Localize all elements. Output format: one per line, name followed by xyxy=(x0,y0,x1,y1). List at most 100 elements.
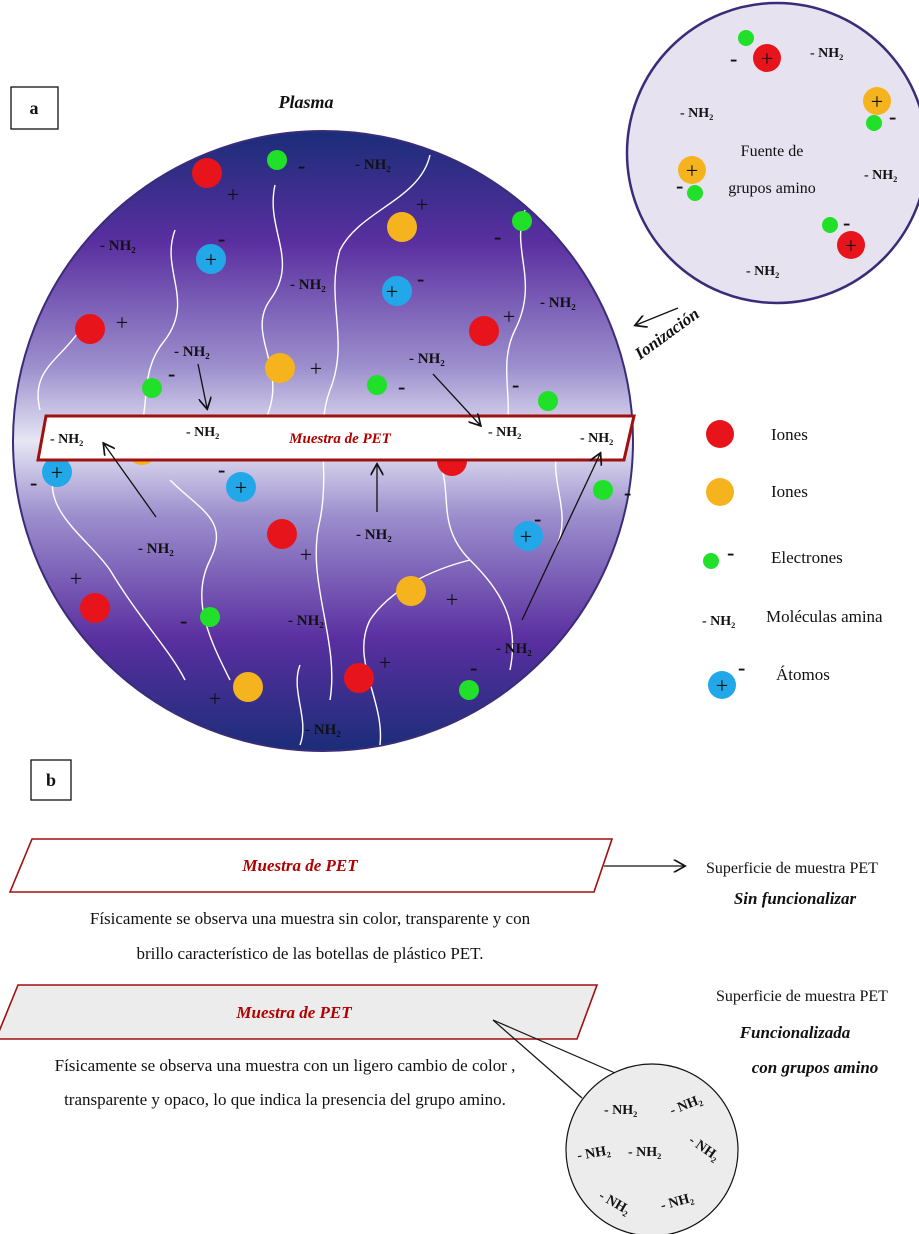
ion-red xyxy=(80,593,110,623)
ion-red xyxy=(344,663,374,693)
svg-text:- NH₂: - NH₂ xyxy=(746,264,779,279)
svg-text:- NH₂: - NH₂ xyxy=(409,351,445,367)
legend-electron xyxy=(703,553,719,569)
svg-text:- NH₂: - NH₂ xyxy=(290,277,326,293)
svg-text:+: + xyxy=(379,650,391,675)
svg-text:- NH₂: - NH₂ xyxy=(138,541,174,557)
legend-atom xyxy=(708,671,736,699)
svg-text:-: - xyxy=(889,104,896,129)
svg-text:- NH₂: - NH₂ xyxy=(540,295,576,311)
svg-text:- NH₂: - NH₂ xyxy=(305,722,341,738)
zoom-line-1 xyxy=(492,1019,623,1077)
svg-text:+: + xyxy=(416,192,428,217)
pet-sample-untreated xyxy=(8,838,614,893)
svg-text:-: - xyxy=(180,608,187,633)
svg-text:-: - xyxy=(534,506,541,531)
electron xyxy=(538,391,558,411)
electron xyxy=(142,378,162,398)
ion-orange xyxy=(265,353,295,383)
legend-label-electrons: Electrones xyxy=(771,548,843,567)
svg-text:-: - xyxy=(417,266,424,291)
svg-text:- NH₂: - NH₂ xyxy=(604,1103,637,1118)
source-label-1: Fuente de xyxy=(741,143,804,160)
legend-label-amine: Moléculas amina xyxy=(766,607,883,626)
electron xyxy=(512,211,532,231)
sample1-label: Muestra de PET xyxy=(241,856,358,875)
svg-text:- NH₂: - NH₂ xyxy=(496,641,532,657)
svg-text:- NH₂: - NH₂ xyxy=(628,1145,661,1160)
atom xyxy=(382,276,412,306)
svg-text:-: - xyxy=(218,226,225,251)
electron xyxy=(200,607,220,627)
plasma-particles: + - + - + + - - + + + - - - + - + + - + xyxy=(30,150,631,711)
svg-text:+: + xyxy=(845,233,857,258)
plasma-filaments xyxy=(37,154,563,746)
plasma-amines: - NH₂ - NH₂ - NH₂ - NH₂ - NH₂ - NH₂ - NH… xyxy=(100,157,576,738)
legend-label-atoms: Átomos xyxy=(776,665,830,684)
svg-text:- NH₂: - NH₂ xyxy=(100,238,136,254)
svg-text:-: - xyxy=(730,46,737,71)
atom xyxy=(196,244,226,274)
svg-text:+: + xyxy=(235,475,247,500)
svg-text:+: + xyxy=(227,182,239,207)
svg-text:-: - xyxy=(624,480,631,505)
legend-ion-orange xyxy=(706,478,734,506)
legend-amine-symbol: - NH₂ xyxy=(702,614,735,629)
svg-text:-: - xyxy=(298,153,305,178)
sample2-side-1: Superficie de muestra PET xyxy=(716,988,888,1005)
legend: Iones Iones - Electrones - NH₂ Moléculas… xyxy=(702,420,883,699)
sample1-side-1: Superficie de muestra PET xyxy=(706,860,878,877)
electron xyxy=(593,480,613,500)
sample2-desc-1: Físicamente se observa una muestra con u… xyxy=(55,1056,516,1075)
svg-text:- NH₂: - NH₂ xyxy=(186,425,219,440)
electron xyxy=(459,680,479,700)
migration-arrows xyxy=(104,307,679,621)
svg-text:+: + xyxy=(300,542,312,567)
svg-text:- NH₂: - NH₂ xyxy=(576,1143,611,1164)
svg-text:+: + xyxy=(51,460,63,485)
zoom-circle xyxy=(565,1063,739,1234)
svg-text:+: + xyxy=(205,247,217,272)
svg-text:-: - xyxy=(843,210,850,235)
atom xyxy=(42,457,72,487)
svg-text:-: - xyxy=(470,655,477,680)
atom xyxy=(513,521,543,551)
ion-red xyxy=(267,519,297,549)
svg-text:+: + xyxy=(761,46,773,71)
amine-source-circle xyxy=(625,1,919,305)
ion-red xyxy=(192,158,222,188)
panel-b-box xyxy=(30,759,72,801)
svg-text:+: + xyxy=(386,279,398,304)
svg-text:-: - xyxy=(168,361,175,386)
svg-text:- NH₂: - NH₂ xyxy=(864,168,897,183)
sample1-side-2: Sin funcionalizar xyxy=(734,889,857,908)
svg-text:-: - xyxy=(494,224,501,249)
panel-b-label: b xyxy=(46,770,56,790)
svg-text:-: - xyxy=(218,457,225,482)
source-label-2: grupos amino xyxy=(728,180,816,197)
pet-sample-label: Muestra de PET xyxy=(288,431,392,447)
svg-text:- NH₂: - NH₂ xyxy=(488,425,521,440)
ion-orange xyxy=(396,576,426,606)
svg-text:- NH₂: - NH₂ xyxy=(50,432,83,447)
legend-ion-red xyxy=(706,420,734,448)
legend-label-ions-1: Iones xyxy=(771,425,808,444)
atom xyxy=(226,472,256,502)
electron xyxy=(267,150,287,170)
svg-text:-: - xyxy=(727,540,734,565)
zoom-line-2 xyxy=(492,1019,583,1099)
svg-text:+: + xyxy=(116,310,128,335)
source-particles: + - + - + - - + - NH₂ - NH₂ - NH₂ - NH₂ xyxy=(676,30,897,279)
ion-orange xyxy=(233,672,263,702)
legend-label-ions-2: Iones xyxy=(771,482,808,501)
sample1-desc-2: brillo característico de las botellas de… xyxy=(136,944,483,963)
sample2-label: Muestra de PET xyxy=(235,1003,352,1022)
svg-text:+: + xyxy=(503,304,515,329)
svg-text:+: + xyxy=(686,158,698,183)
svg-text:-: - xyxy=(738,655,745,680)
svg-text:- NH₂: - NH₂ xyxy=(174,344,210,360)
plasma-title: Plasma xyxy=(277,92,333,112)
svg-text:- NH₂: - NH₂ xyxy=(355,157,391,173)
